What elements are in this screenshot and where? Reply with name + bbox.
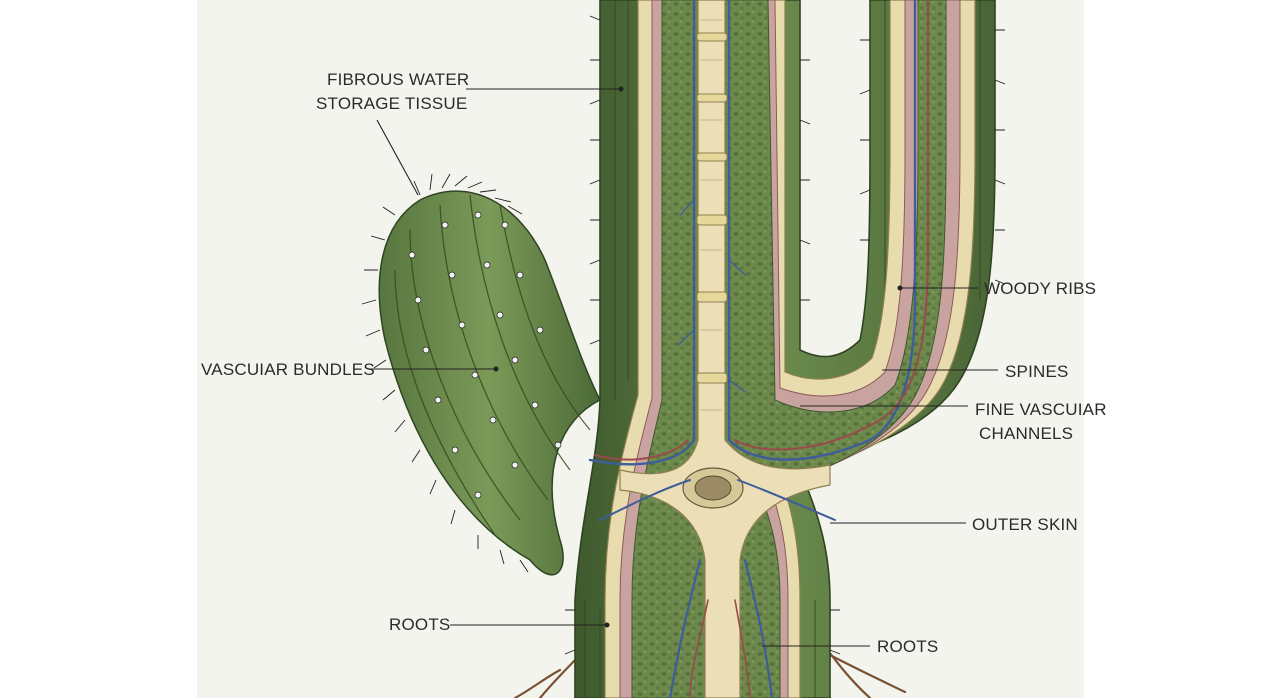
spine-cluster-icon bbox=[408, 211, 562, 499]
leader-lines bbox=[368, 86, 998, 647]
central-pith bbox=[619, 0, 831, 698]
label-outer-skin: OUTER SKIN bbox=[972, 515, 1078, 534]
label-fine-vascular-line2: CHANNELS bbox=[979, 424, 1073, 443]
label-roots-right: ROOTS bbox=[877, 637, 938, 656]
vascular-bundle-lines bbox=[588, 0, 929, 698]
label-woody-ribs: WOODY RIBS bbox=[984, 279, 1096, 298]
label-fine-vascular-line1: FINE VASCUIAR bbox=[975, 400, 1107, 419]
label-fibrous-water-line2: STORAGE TISSUE bbox=[316, 94, 467, 113]
label-roots-left: ROOTS bbox=[389, 615, 450, 634]
label-fibrous-water-line1: FIBROUS WATER bbox=[327, 70, 469, 89]
left-arm bbox=[361, 173, 602, 576]
trunk-spines bbox=[564, 15, 1006, 655]
label-spines: SPINES bbox=[1005, 362, 1069, 381]
label-vascular-bundles: VASCUIAR BUNDLES bbox=[201, 360, 375, 379]
